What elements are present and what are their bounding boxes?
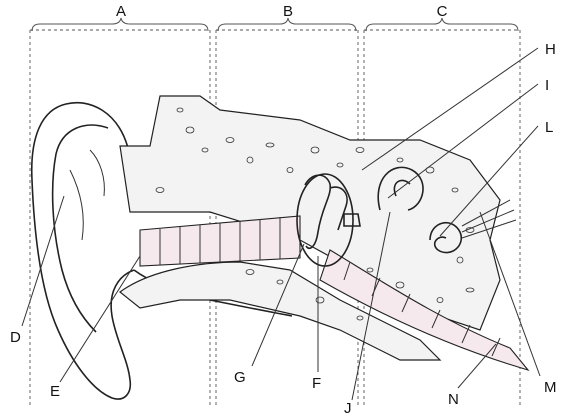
leader-e xyxy=(60,256,140,382)
part-label-h: H xyxy=(545,41,556,58)
section-letters: A B C xyxy=(116,3,448,20)
part-label-n: N xyxy=(448,391,459,408)
part-label-e: E xyxy=(50,383,60,400)
leader-d xyxy=(22,196,64,326)
auricle-outline xyxy=(32,103,134,399)
part-label-d: D xyxy=(10,329,21,346)
part-label-m: M xyxy=(544,379,557,396)
antihelix-fold xyxy=(70,150,104,240)
section-label-b: B xyxy=(283,3,293,20)
part-label-g: G xyxy=(234,369,246,386)
part-label-j: J xyxy=(344,400,352,417)
section-label-c: C xyxy=(437,3,448,20)
helix-inner xyxy=(53,125,108,332)
part-label-i: I xyxy=(545,77,549,94)
section-label-a: A xyxy=(116,3,126,20)
part-label-f: F xyxy=(312,375,321,392)
part-label-l: L xyxy=(545,119,553,136)
